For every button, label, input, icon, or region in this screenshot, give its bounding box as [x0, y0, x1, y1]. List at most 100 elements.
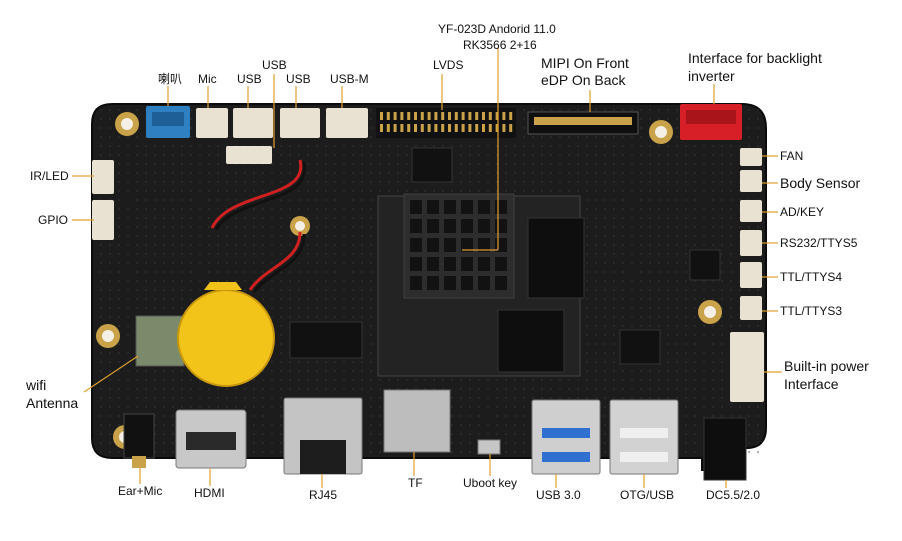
usb-right-label: USB	[286, 72, 311, 86]
usb-header-small	[226, 146, 272, 164]
lvds-pin	[495, 112, 499, 120]
lvds-pin	[468, 112, 472, 120]
lvds-pin	[427, 112, 431, 120]
ttl3-label: TTL/TTYS3	[780, 304, 843, 318]
heatsink-fin	[495, 276, 507, 290]
lvds-pin	[454, 124, 458, 132]
heatsink-fin	[495, 200, 507, 214]
lvds-pin-header	[376, 108, 516, 138]
lvds-pin	[475, 124, 479, 132]
ear-mic-label: Ear+Mic	[118, 484, 163, 498]
lvds-pin	[488, 112, 492, 120]
lvds-pin	[434, 124, 438, 132]
lvds-pin	[420, 112, 424, 120]
lvds-pin	[441, 124, 445, 132]
heatsink-fin	[444, 238, 456, 252]
uboot-button	[477, 439, 501, 455]
rj45-port	[283, 397, 363, 475]
usb-top-label: USB	[262, 58, 287, 72]
heatsink-fin	[461, 238, 473, 252]
body-sensor-label: Body Sensor	[780, 175, 861, 191]
lvds-pin	[420, 124, 424, 132]
lvds-pin	[386, 112, 390, 120]
heatsink-fin	[427, 238, 439, 252]
audio-jack	[123, 413, 155, 468]
heatsink-fin	[461, 219, 473, 233]
heatsink-fin	[410, 276, 422, 290]
lvds-pin	[482, 112, 485, 120]
lvds-pin	[386, 124, 390, 132]
backlight-header	[680, 104, 742, 140]
lvds-pin	[407, 124, 411, 132]
uboot-label: Uboot key	[463, 476, 518, 490]
mipi-front-label: MIPI On Front	[541, 55, 629, 71]
yf-model-label: YF-023D Andorid 11.0	[438, 22, 556, 36]
ttl4-label: TTL/TTYS4	[780, 270, 843, 284]
lvds-pin	[414, 112, 417, 120]
left-connectors	[92, 160, 114, 240]
rk-chip-label: RK3566 2+16	[463, 38, 537, 52]
wifi-label-line2: Antenna	[26, 395, 79, 411]
heatsink-fin	[461, 276, 473, 290]
heatsink-fin	[410, 219, 422, 233]
lvds-pin	[407, 112, 411, 120]
lvds-pin	[495, 124, 499, 132]
usb3-label: USB 3.0	[536, 488, 581, 502]
heatsink-fin	[478, 276, 490, 290]
hdmi-label: HDMI	[194, 486, 225, 500]
lvds-pin	[475, 112, 479, 120]
hdmi-port	[175, 409, 247, 469]
heatsink-fin	[444, 219, 456, 233]
heatsink-fin	[478, 219, 490, 233]
heatsink-fin	[495, 219, 507, 233]
lvds-label: LVDS	[433, 58, 464, 72]
heatsink-fin	[478, 200, 490, 214]
heatsink-fin	[478, 257, 490, 271]
usb-m-header	[326, 108, 368, 138]
tf-label: TF	[408, 476, 423, 490]
heatsink-fin	[410, 200, 422, 214]
ram-chip	[527, 217, 585, 299]
lvds-pin	[502, 124, 506, 132]
lvds-pin	[509, 124, 513, 132]
lvds-pin	[454, 112, 458, 120]
tf-slot	[383, 389, 451, 453]
small-chips	[289, 147, 721, 365]
backlight-label-line1: Interface for backlight	[688, 50, 822, 66]
leader-lines	[72, 48, 782, 488]
lvds-pin	[461, 112, 465, 120]
heatsink-fin	[427, 219, 439, 233]
edp-back-label: eDP On Back	[541, 72, 626, 88]
lvds-pin	[380, 124, 383, 132]
lvds-pin	[468, 124, 472, 132]
heatsink-fin	[427, 276, 439, 290]
backlight-label-line2: inverter	[688, 68, 735, 84]
power-label-line2: Interface	[784, 376, 839, 392]
lvds-pin	[393, 112, 397, 120]
rs232-label: RS232/TTYS5	[780, 236, 858, 250]
usb-m-label: USB-M	[330, 72, 369, 86]
heatsink-fin	[478, 238, 490, 252]
dc-jack	[703, 417, 747, 481]
rj45-label: RJ45	[309, 488, 338, 502]
heatsink-fin	[444, 200, 456, 214]
heatsink-fin	[495, 257, 507, 271]
lvds-pin	[414, 124, 417, 132]
wifi-module	[135, 315, 185, 367]
lvds-pin	[441, 112, 445, 120]
speaker-label: 喇叭	[158, 72, 183, 86]
lvds-pin	[393, 124, 397, 132]
heatsink-fin	[444, 257, 456, 271]
usb-left-label: USB	[237, 72, 262, 86]
usb-header-left	[233, 108, 273, 138]
lvds-pin	[509, 112, 513, 120]
power-label-line1: Built-in power	[784, 358, 869, 374]
usb-header-right	[280, 108, 320, 138]
rtc-battery	[177, 159, 306, 387]
right-connectors	[730, 148, 764, 402]
fan-label: FAN	[780, 149, 804, 163]
lvds-pin	[448, 112, 451, 120]
lvds-pin	[380, 112, 383, 120]
